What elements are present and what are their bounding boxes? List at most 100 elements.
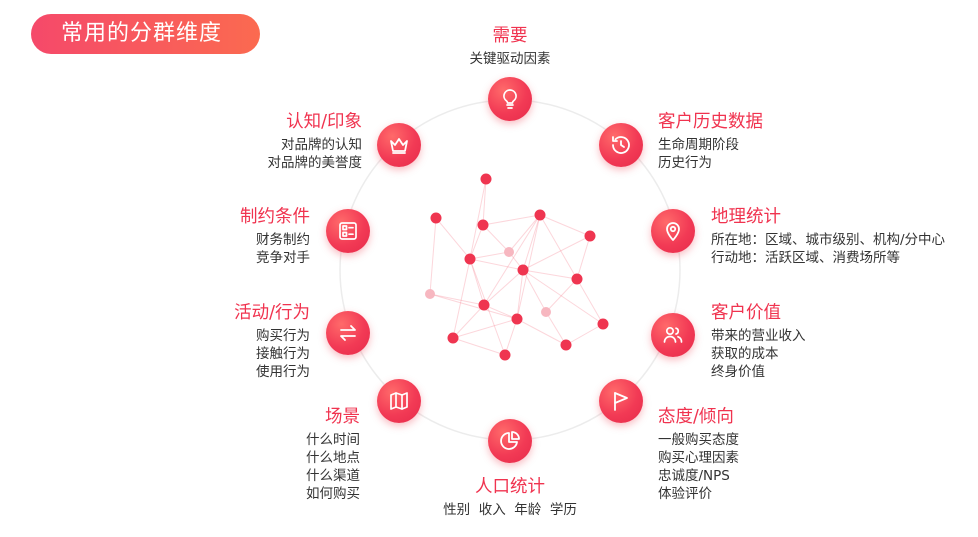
heading-attitude: 态度/倾向: [658, 407, 734, 427]
network-edge: [576, 235, 591, 280]
network-edge: [482, 224, 510, 253]
heading-customer-value: 客户价值: [711, 303, 781, 323]
node-perception: [377, 123, 421, 167]
network-dot: [430, 212, 442, 224]
network-edge: [452, 337, 506, 356]
item-text: 行动地：活跃区域、消费场所等: [711, 250, 900, 266]
node-geography: [651, 209, 695, 253]
network-dot: [464, 253, 476, 265]
network-edge: [516, 214, 541, 320]
item-text: 带来的营业收入: [711, 328, 806, 344]
network-edge: [469, 251, 510, 260]
network-dot: [504, 247, 514, 257]
network-dot: [499, 349, 511, 361]
network-edge: [429, 217, 437, 295]
label-geography: 地理统计 所在地：区域、城市级别、机构/分中心 行动地：活跃区域、消费场所等: [711, 205, 945, 267]
network-edge: [539, 214, 578, 280]
item-text: 性别 收入 年龄 学历: [443, 502, 577, 518]
history-icon: [612, 136, 630, 154]
flag-icon: [614, 392, 628, 411]
network-edge: [565, 323, 604, 346]
label-demographics: 人口统计 性别 收入 年龄 学历: [420, 475, 600, 519]
item-text: 获取的成本: [711, 346, 779, 362]
network-dot: [571, 273, 583, 285]
network-dot: [517, 264, 529, 276]
item-text: 购买行为: [256, 328, 310, 344]
network-edge: [522, 235, 591, 271]
network-edge: [522, 214, 541, 271]
item-text: 历史行为: [658, 155, 712, 171]
network-dot: [478, 299, 490, 311]
item-text: 一般购买态度: [658, 432, 739, 448]
network-edge: [576, 278, 604, 325]
network-edge: [469, 224, 484, 260]
item-text: 所在地：区域、城市级别、机构/分中心: [711, 232, 946, 248]
page-title: 常用的分群维度: [31, 14, 260, 54]
list-icon: [339, 222, 357, 240]
item-text: 忠诚度/NPS: [658, 468, 730, 484]
item-text: 什么时间: [306, 432, 360, 448]
node-scenario: [377, 379, 421, 423]
node-constraints: [326, 209, 370, 253]
crown-icon: [390, 138, 408, 154]
network-dot: [425, 289, 435, 299]
item-text: 对品牌的认知: [281, 137, 362, 153]
heading-scenario: 场景: [325, 407, 360, 427]
item-text: 生命周期阶段: [658, 137, 739, 153]
network-dot: [480, 173, 492, 185]
lightbulb-icon: [503, 89, 517, 109]
map-icon: [390, 392, 408, 410]
network-edge: [435, 217, 471, 260]
network-edge: [482, 178, 487, 226]
network-edge: [522, 269, 578, 280]
network-edge: [483, 214, 541, 306]
item-text: 使用行为: [256, 364, 310, 380]
swap-arrows-icon: [340, 325, 356, 341]
heading-perception: 认知/印象: [286, 112, 362, 132]
node-customer-history: [599, 123, 643, 167]
node-demographics: [488, 419, 532, 463]
network-dot: [541, 307, 551, 317]
heading-constraints: 制约条件: [240, 207, 310, 227]
network-edge: [482, 214, 541, 226]
label-constraints: 制约条件 财务制约 竞争对手: [180, 205, 310, 267]
network-edge: [545, 311, 567, 346]
network-dot: [584, 230, 596, 242]
heading-needs: 需要: [492, 26, 528, 46]
item-text: 购买心理因素: [658, 450, 739, 466]
network-dot: [477, 219, 489, 231]
network-edge: [516, 318, 567, 346]
label-customer-value: 客户价值 带来的营业收入 获取的成本 终身价值: [711, 301, 806, 381]
item-text: 终身价值: [711, 364, 765, 380]
label-needs: 需要 关键驱动因素: [438, 24, 582, 68]
network-edge: [539, 214, 591, 237]
center-network: [425, 173, 609, 361]
label-customer-history: 客户历史数据 生命周期阶段 历史行为: [658, 110, 763, 172]
node-needs: [488, 77, 532, 121]
node-attitude: [599, 379, 643, 423]
item-text: 关键驱动因素: [469, 51, 551, 67]
network-dot: [511, 313, 523, 325]
location-pin-icon: [666, 222, 680, 241]
item-text: 体验评价: [658, 486, 712, 502]
item-text: 竞争对手: [256, 250, 310, 266]
heading-customer-history: 客户历史数据: [658, 112, 763, 132]
network-edge: [545, 278, 578, 313]
network-dot: [447, 332, 459, 344]
item-text: 什么地点: [306, 450, 360, 466]
network-edge: [452, 318, 518, 339]
label-perception: 认知/印象 对品牌的认知 对品牌的美誉度: [220, 110, 363, 172]
item-text: 如何购买: [306, 486, 360, 502]
network-edge: [504, 318, 518, 356]
network-edge: [452, 304, 485, 339]
heading-demographics: 人口统计: [475, 477, 545, 497]
item-text: 接触行为: [256, 346, 310, 362]
network-dot: [597, 318, 609, 330]
network-edge: [522, 269, 604, 325]
item-text: 财务制约: [256, 232, 310, 248]
pie-chart-icon: [500, 431, 520, 450]
network-edge: [429, 293, 485, 306]
label-attitude: 态度/倾向 一般购买态度 购买心理因素 忠诚度/NPS 体验评价: [658, 405, 739, 503]
item-text: 什么渠道: [306, 468, 360, 484]
